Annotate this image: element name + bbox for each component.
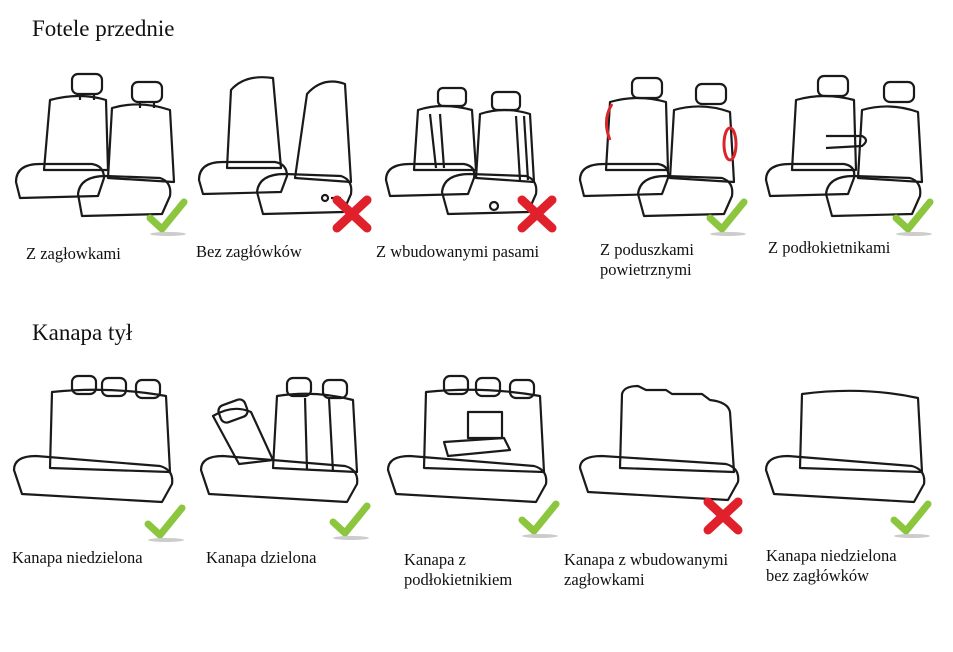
front-seat-with-headrests <box>10 70 200 236</box>
front-seats-no-headrests-illustration <box>197 76 353 216</box>
front-item-label-5: Z podłokietnikami <box>768 238 891 257</box>
front-section-title: Fotele przednie <box>32 16 175 41</box>
rear-bench-integrated-headrests <box>576 372 766 535</box>
rear-bench-divided-illustration <box>199 376 359 504</box>
rear-bench-undivided-illustration <box>12 374 174 504</box>
rear-item-label-1: Kanapa niedzielona <box>12 548 143 567</box>
cross-icon <box>703 497 743 535</box>
cross-icon <box>332 195 372 233</box>
front-seat-airbags <box>574 70 764 236</box>
check-icon <box>890 500 932 538</box>
check-icon <box>892 198 934 236</box>
rear-bench-armrest-illustration <box>386 374 548 504</box>
front-seats-armrests-illustration <box>764 74 924 218</box>
front-seat-integrated-belts <box>380 70 570 233</box>
rear-section-title: Kanapa tył <box>32 320 133 345</box>
front-seat-without-headrests <box>195 70 385 233</box>
rear-bench-integrated-headrests-illustration <box>578 384 740 502</box>
rear-item-label-3: Kanapa z podłokietnikiem <box>404 550 513 589</box>
front-item-label-2: Bez zagłówków <box>196 242 302 261</box>
check-icon <box>329 502 371 540</box>
rear-item-label-4: Kanapa z wbudowanymi zagłowkami <box>564 550 729 589</box>
front-item-label-4: Z poduszkami powietrznymi <box>600 240 694 279</box>
front-item-label-1: Z zagłowkami <box>26 244 121 263</box>
check-icon <box>146 198 188 236</box>
front-seat-armrests <box>762 70 952 236</box>
rear-bench-undivided-no-headrests <box>762 372 952 538</box>
rear-bench-divided <box>195 372 385 540</box>
front-seats-belts-illustration <box>384 86 538 216</box>
rear-bench-armrest <box>384 372 574 538</box>
check-icon <box>518 500 560 538</box>
cross-icon <box>517 195 557 233</box>
front-seats-headrests-illustration <box>14 72 176 218</box>
rear-item-label-5: Kanapa niedzielona bez zagłówków <box>766 546 897 585</box>
front-item-label-3: Z wbudowanymi pasami <box>376 242 540 261</box>
rear-bench-undivided <box>10 372 200 542</box>
rear-item-label-2: Kanapa dzielona <box>206 548 317 567</box>
rear-bench-no-headrests-illustration <box>764 389 926 504</box>
check-icon <box>144 504 186 542</box>
check-icon <box>706 198 748 236</box>
front-seats-airbags-illustration <box>578 76 738 218</box>
